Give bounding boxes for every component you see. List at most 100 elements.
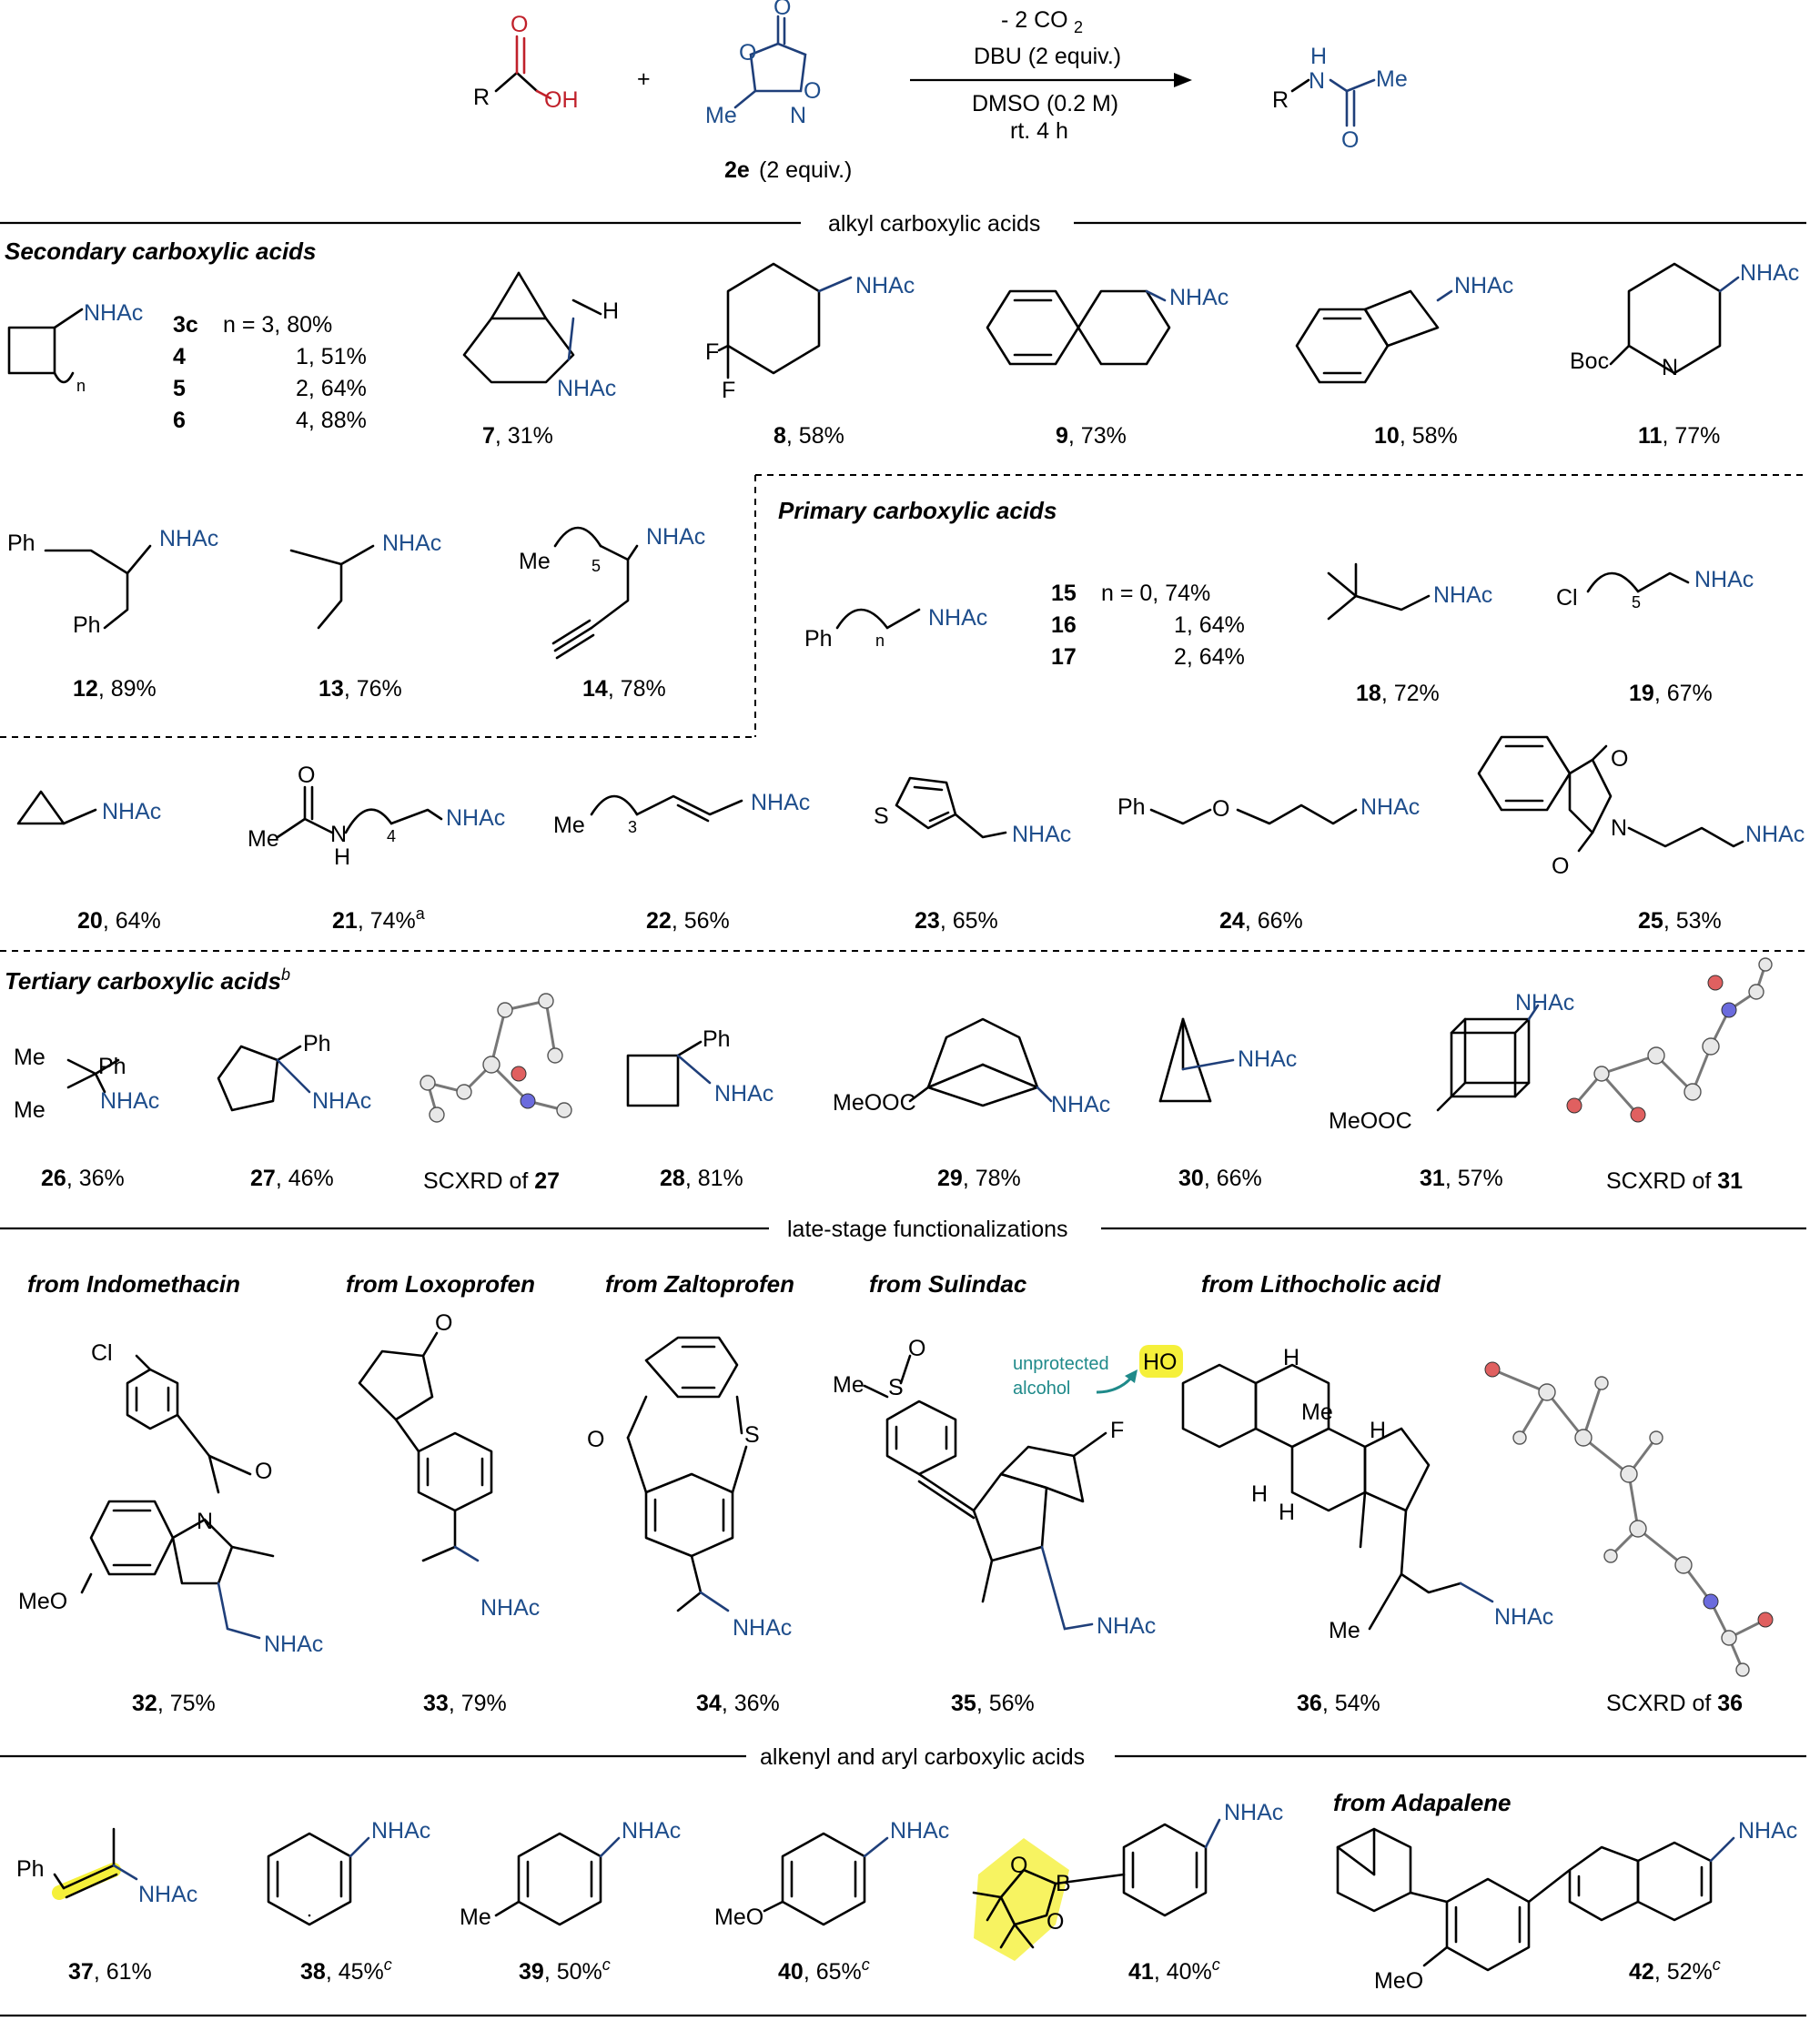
caption-28: 28, 81% xyxy=(660,1166,743,1191)
nhac-label: NHAc xyxy=(1694,567,1754,592)
product-r-label: R xyxy=(1272,87,1289,113)
caption-21: 21, 74%a xyxy=(332,904,426,934)
compound-18: NHAc xyxy=(1327,562,1492,621)
cmpd-16-yield: 1, 64% xyxy=(1174,612,1245,638)
compound-23: S NHAc xyxy=(874,776,1071,847)
drug-zaltoprofen: from Zaltoprofen xyxy=(605,1270,794,1298)
compound-33: O NHAc xyxy=(358,1310,540,1621)
caption-29: 29, 78% xyxy=(937,1166,1021,1191)
nhac-label: NHAc xyxy=(1740,260,1799,286)
annotation-line2: alcohol xyxy=(1013,1379,1070,1399)
compound-37: Ph NHAc xyxy=(16,1827,197,1907)
condition-co2: - 2 CO xyxy=(1001,7,1068,33)
nhac-label: NHAc xyxy=(1454,273,1513,298)
nhac-label: NHAc xyxy=(751,790,810,815)
compound-38: NHAc xyxy=(267,1818,430,1926)
h-label: H xyxy=(334,844,350,870)
subscript-5: 5 xyxy=(1632,593,1641,611)
nhac-label: NHAc xyxy=(371,1818,430,1844)
caption-14: 14, 78% xyxy=(582,676,666,702)
product-n-label: N xyxy=(1309,68,1325,94)
n-label: N xyxy=(1611,815,1627,841)
scxrd-36-structure xyxy=(1484,1361,1774,1677)
o-label-1: O xyxy=(1010,1853,1027,1878)
caption-30: 30, 66% xyxy=(1178,1166,1262,1191)
ph-label: Ph xyxy=(16,1856,45,1882)
condition-co2-subscript: 2 xyxy=(1074,18,1083,36)
compound-20: NHAc xyxy=(16,790,161,825)
ph-label: Ph xyxy=(1117,794,1146,820)
compound-19: Cl 5 NHAc xyxy=(1556,567,1754,611)
ring-o2-label: O xyxy=(804,78,821,104)
ph-label: Ph xyxy=(804,626,833,652)
o-label: O xyxy=(587,1427,604,1452)
caption-11: 11, 77% xyxy=(1638,423,1720,449)
nhac-label: NHAc xyxy=(1433,582,1492,608)
s-label: S xyxy=(874,803,889,829)
meooc-label: MeOOC xyxy=(1329,1108,1412,1134)
condition-dbu: DBU (2 equiv.) xyxy=(974,44,1121,69)
reaction-arrow: - 2 CO 2 DBU (2 equiv.) DMSO (0.2 M) rt.… xyxy=(910,7,1192,144)
cmpd-6: 6 xyxy=(173,408,186,433)
ph-label: Ph xyxy=(303,1031,331,1056)
exo-o-label: O xyxy=(774,0,791,20)
compound-26: Me Me Ph NHAc xyxy=(14,1045,159,1123)
section-alkyl: alkyl carboxylic acids Secondary carboxy… xyxy=(0,211,1806,265)
caption-13: 13, 76% xyxy=(318,676,402,702)
caption-22: 22, 56% xyxy=(646,908,730,934)
nhac-label: NHAc xyxy=(84,300,143,326)
me-label: Me xyxy=(833,1372,864,1398)
carboxylic-acid-reactant: R O OH xyxy=(473,12,579,113)
subscript-3: 3 xyxy=(628,818,637,836)
h-label-4: H xyxy=(1370,1418,1386,1443)
carbonyl-o-label: O xyxy=(511,12,528,37)
o-label: O xyxy=(435,1310,452,1336)
meo-label: MeO xyxy=(714,1905,763,1930)
ph-label-2: Ph xyxy=(73,612,101,638)
compound-7: H NHAc xyxy=(462,271,619,401)
f-label-1: F xyxy=(705,339,719,365)
compound-36: HO H Me H H H Me NHAc xyxy=(1139,1345,1553,1643)
cmpd-5: 5 xyxy=(173,376,186,401)
cmpd-17: 17 xyxy=(1051,644,1077,670)
b-label: B xyxy=(1056,1871,1071,1896)
section-aryl: alkenyl and aryl carboxylic acids xyxy=(0,1744,1806,1770)
ring-o1-label: O xyxy=(739,40,756,66)
cmpd-17-yield: 2, 64% xyxy=(1174,644,1245,670)
f-label-2: F xyxy=(722,378,735,403)
annotation-line1: unprotected xyxy=(1013,1354,1109,1374)
o-label: O xyxy=(908,1336,925,1361)
nhac-label: NHAc xyxy=(1360,794,1420,820)
subscript-n: n xyxy=(76,377,86,395)
nhac-label: NHAc xyxy=(100,1088,159,1114)
me-label-2: Me xyxy=(14,1097,46,1123)
o-label: O xyxy=(255,1459,272,1484)
compound-41: O B O NHAc xyxy=(972,1800,1283,1961)
caption-41: 41, 40%c xyxy=(1128,1955,1220,1985)
compound-11: NHAc N Boc xyxy=(1570,260,1799,380)
nhac-label: NHAc xyxy=(646,524,705,550)
compound-27: Ph NHAc xyxy=(217,1031,371,1114)
compound-39: Me NHAc xyxy=(460,1818,681,1930)
dioxazolone-reagent: O O O N Me 2e (2 equiv.) xyxy=(705,0,852,183)
compound-42: MeO NHAc xyxy=(1336,1818,1797,1994)
cmpd-6-yield: 4, 88% xyxy=(296,408,367,433)
subscript-5: 5 xyxy=(592,557,601,575)
nhac-label: NHAc xyxy=(480,1595,540,1621)
me-label: Me xyxy=(248,826,279,852)
compound-30: NHAc xyxy=(1158,1017,1297,1103)
caption-37: 37, 61% xyxy=(68,1959,152,1985)
compound-25: O N O NHAc xyxy=(1477,735,1805,879)
compound-21: O Me N H 4 NHAc xyxy=(248,763,505,870)
nhac-label: NHAc xyxy=(1494,1604,1553,1630)
caption-24: 24, 66% xyxy=(1219,908,1303,934)
caption-scxrd-31: SCXRD of 31 xyxy=(1606,1168,1743,1194)
subscript-n: n xyxy=(875,632,885,650)
cmpd-4: 4 xyxy=(173,344,186,369)
caption-36: 36, 54% xyxy=(1297,1691,1380,1716)
s-label: S xyxy=(888,1375,904,1400)
h-label-2: H xyxy=(1251,1481,1268,1507)
caption-20: 20, 64% xyxy=(77,908,161,934)
ph-label: Ph xyxy=(98,1054,126,1079)
